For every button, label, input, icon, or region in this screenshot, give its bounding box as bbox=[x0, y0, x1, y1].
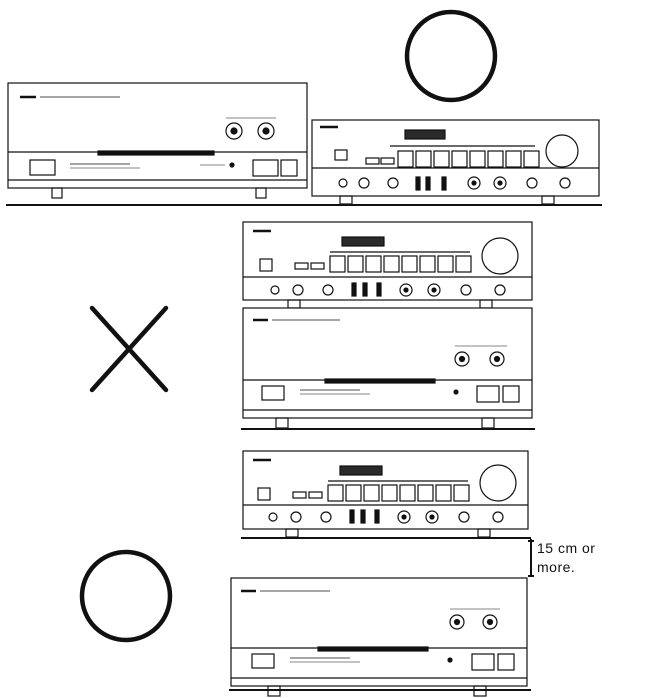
receiver-spaced bbox=[242, 450, 529, 538]
power-amplifier-stacked bbox=[242, 307, 533, 429]
power-amplifier-top bbox=[7, 82, 308, 199]
ok-mark-bottom bbox=[79, 549, 173, 643]
ok-mark-top bbox=[404, 9, 498, 103]
spacing-note-line2: more. bbox=[537, 559, 575, 575]
power-amplifier-spaced bbox=[230, 577, 528, 697]
receiver-stacked bbox=[242, 221, 533, 309]
not-ok-cross-mark bbox=[89, 305, 169, 393]
spacing-note-line1: 15 cm or bbox=[537, 540, 595, 556]
receiver-top bbox=[311, 119, 600, 205]
spacing-dimension-marker bbox=[528, 539, 534, 577]
